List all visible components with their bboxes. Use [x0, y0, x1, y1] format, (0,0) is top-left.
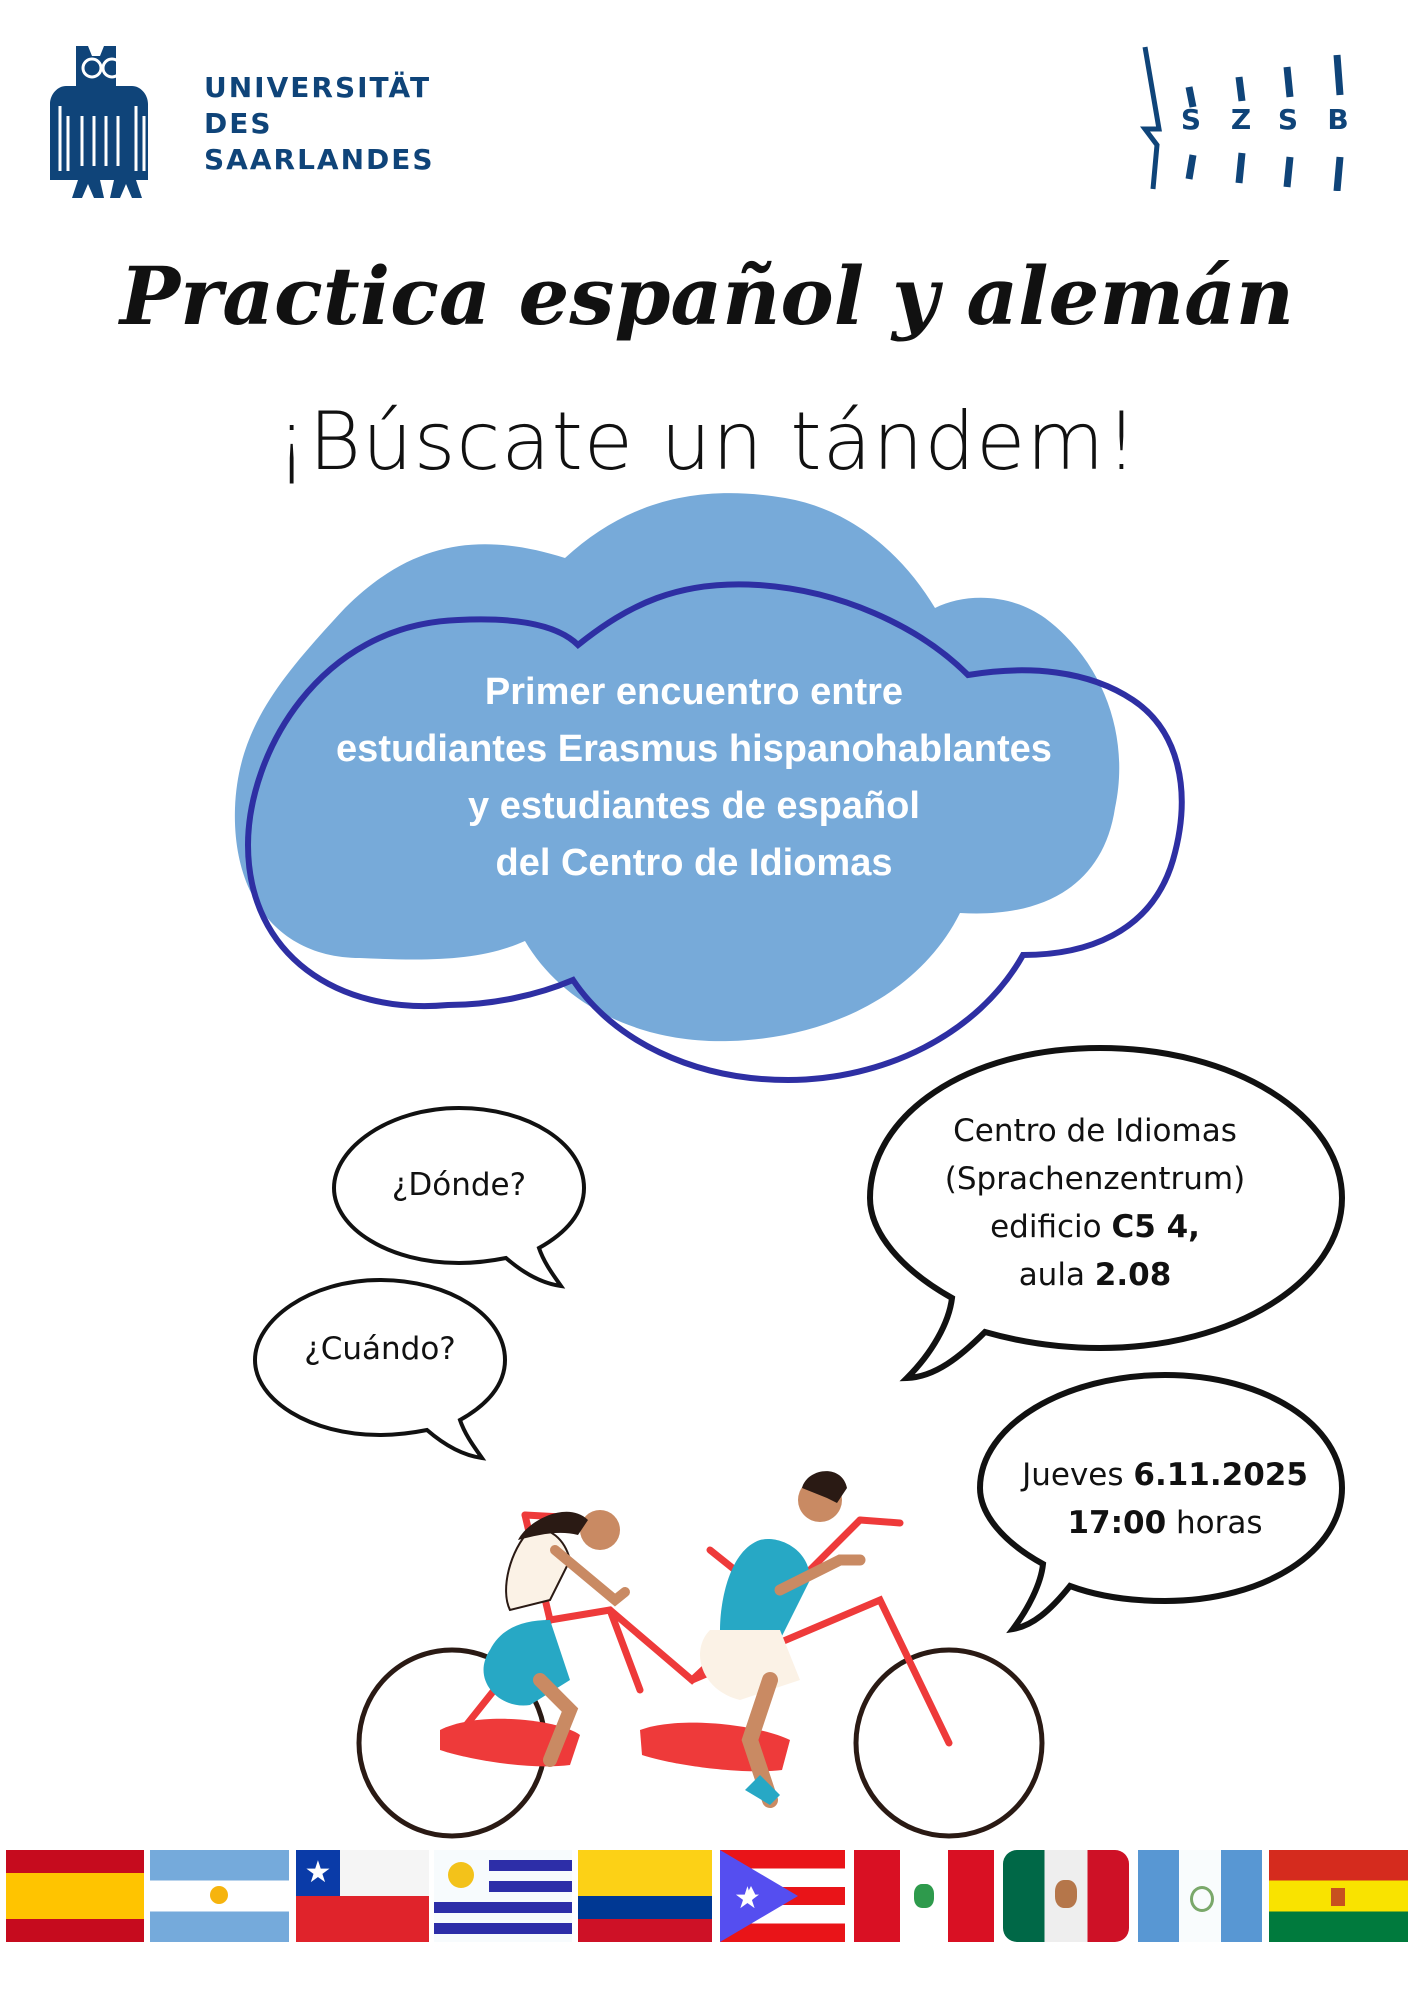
room-number: 2.08: [1094, 1257, 1172, 1293]
szsb-letter: S: [1278, 103, 1298, 136]
where-question: ¿Dónde?: [391, 1167, 527, 1203]
university-name: UNIVERSITÄT DES SAARLANDES: [204, 70, 435, 178]
page-title: Practica español y alemán: [119, 249, 1295, 343]
event-description-line: Primer encuentro entre: [484, 671, 904, 713]
flag-uruguay: [434, 1850, 572, 1942]
front-wheel: [853, 1647, 1045, 1839]
location-line: aula 2.08: [900, 1251, 1290, 1299]
datetime-line: Jueves 6.11.2025: [980, 1451, 1350, 1499]
cloud-shape: [234, 493, 1185, 1084]
location-text: Centro de Idiomas (Sprachenzentrum) edif…: [900, 1107, 1290, 1299]
szsb-logo: S Z S B: [1140, 46, 1347, 191]
speech-bubbles: [252, 1044, 1346, 1634]
page-subtitle: ¡Búscate un tándem!: [275, 395, 1139, 488]
university-name-line: SAARLANDES: [204, 143, 435, 176]
time-unit: horas: [1166, 1505, 1263, 1541]
where-bubble: [331, 1105, 587, 1289]
event-date: 6.11.2025: [1133, 1457, 1308, 1493]
szsb-letter: S: [1181, 103, 1201, 136]
building-label: edificio: [990, 1209, 1112, 1245]
weekday: Jueves: [1022, 1457, 1134, 1493]
flag-puerto-rico: ★: [720, 1850, 845, 1942]
szsb-letter: B: [1327, 103, 1347, 136]
flag-guatemala: [1138, 1850, 1262, 1942]
tandem-bike-illustration: [356, 1471, 1045, 1839]
flag-colombia: [578, 1850, 712, 1942]
front-chainguard: [640, 1722, 790, 1772]
flag-chile: ★: [296, 1850, 429, 1942]
flag-bolivia: [1269, 1850, 1408, 1942]
szsb-letter: Z: [1231, 103, 1251, 136]
university-owl-logo: [50, 46, 148, 198]
datetime-text: Jueves 6.11.2025 17:00 horas: [980, 1451, 1350, 1547]
datetime-line: 17:00 horas: [980, 1499, 1350, 1547]
star-icon: ★: [296, 1850, 340, 1896]
datetime-bubble: [976, 1371, 1346, 1634]
room-label: aula: [1018, 1257, 1095, 1293]
event-description: Primer encuentro entre estudiantes Erasm…: [236, 664, 1152, 892]
event-description-line: del Centro de Idiomas: [495, 842, 893, 884]
star-icon: ★: [734, 1881, 761, 1916]
event-time: 17:00: [1067, 1505, 1167, 1541]
flag-spain: [6, 1850, 144, 1942]
when-question: ¿Cuándo?: [304, 1331, 456, 1367]
location-line: Centro de Idiomas: [953, 1113, 1237, 1149]
university-name-line: UNIVERSITÄT: [204, 71, 432, 104]
location-line: (Sprachenzentrum): [944, 1161, 1246, 1197]
building-number: C5 4,: [1111, 1209, 1200, 1245]
event-description-line: y estudiantes de español: [468, 785, 920, 827]
flag-peru: [854, 1850, 994, 1942]
location-line: edificio C5 4,: [900, 1203, 1290, 1251]
flag-argentina: [150, 1850, 289, 1942]
location-bubble: [866, 1044, 1346, 1382]
flag-mexico: [1003, 1850, 1129, 1942]
university-name-line: DES: [204, 107, 273, 140]
when-bubble: [252, 1277, 508, 1461]
event-description-line: estudiantes Erasmus hispanohablantes: [336, 728, 1052, 770]
